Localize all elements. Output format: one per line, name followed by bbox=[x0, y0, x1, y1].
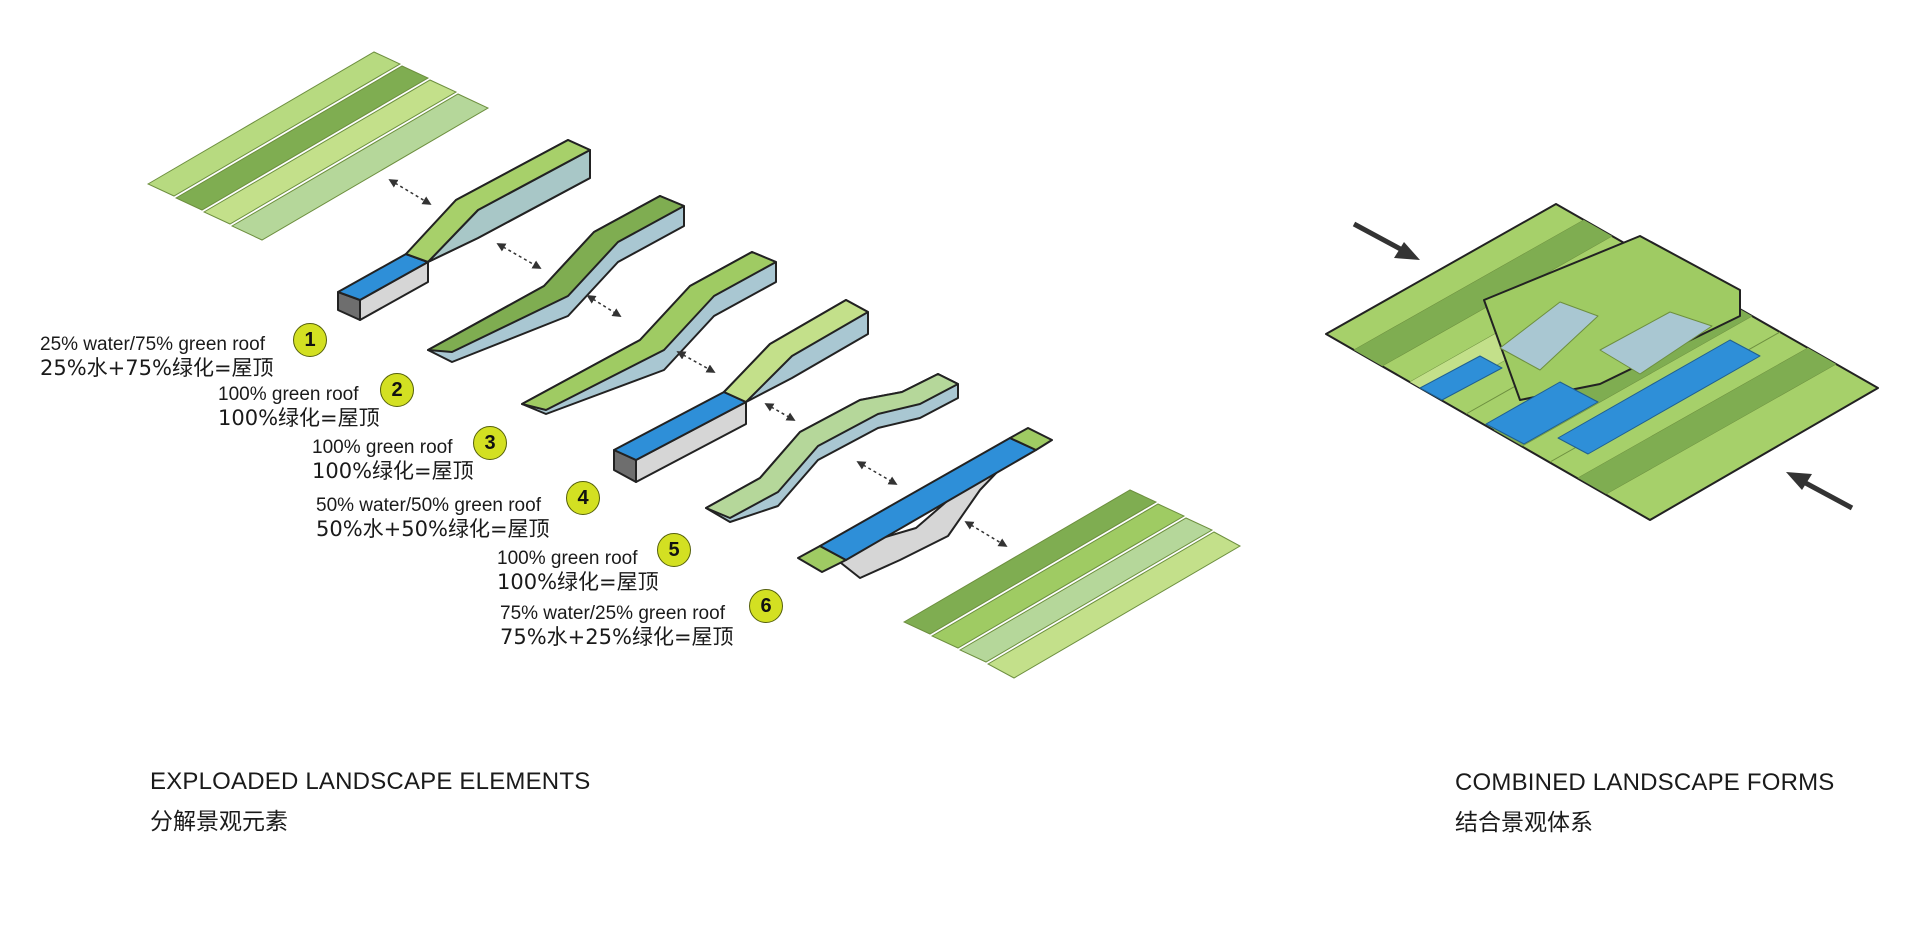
exploded-caption: EXPLOADED LANDSCAPE ELEMENTS 分解景观元素 bbox=[150, 768, 590, 836]
element-2-badge: 2 bbox=[380, 373, 414, 407]
element-4-label: 50% water/50% green roof 50%水+50%绿化=屋顶 bbox=[316, 495, 550, 541]
element-4-label-en: 50% water/50% green roof bbox=[316, 495, 541, 516]
combined-caption: COMBINED LANDSCAPE FORMS 结合景观体系 bbox=[1455, 769, 1835, 837]
top-strip bbox=[174, 65, 430, 211]
element-6-badge: 6 bbox=[749, 589, 783, 623]
top-strip bbox=[146, 51, 402, 197]
element-1-label-zh: 25%水+75%绿化=屋顶 bbox=[40, 355, 274, 380]
exploded-caption-zh: 分解景观元素 bbox=[150, 809, 288, 835]
element-4-badge: 4 bbox=[566, 481, 600, 515]
element-3-label: 100% green roof 100%绿化=屋顶 bbox=[312, 437, 474, 483]
bottom-strip bbox=[986, 531, 1242, 679]
double-arrow-icon bbox=[388, 179, 432, 205]
top-strip bbox=[230, 93, 490, 241]
arrow-in-icon bbox=[1798, 477, 1854, 511]
double-arrow-icon bbox=[676, 351, 716, 373]
element-5-block bbox=[705, 373, 959, 523]
element-3-block bbox=[521, 251, 777, 415]
combined-landscape bbox=[1325, 203, 1879, 521]
element-6-label-en: 75% water/25% green roof bbox=[500, 603, 725, 624]
double-arrow-icon bbox=[964, 521, 1008, 547]
element-1-label: 25% water/75% green roof 25%水+75%绿化=屋顶 bbox=[40, 334, 274, 380]
element-4-block bbox=[613, 299, 869, 483]
exploded-caption-en: EXPLOADED LANDSCAPE ELEMENTS bbox=[150, 768, 591, 795]
element-2-label-zh: 100%绿化=屋顶 bbox=[218, 405, 380, 430]
exploded-arrows bbox=[388, 179, 1008, 547]
double-arrow-icon bbox=[586, 295, 622, 317]
double-arrow-icon bbox=[856, 461, 898, 485]
element-5-label-zh: 100%绿化=屋顶 bbox=[497, 569, 659, 594]
bottom-strip bbox=[930, 503, 1186, 649]
combined-caption-zh: 结合景观体系 bbox=[1455, 810, 1593, 836]
element-3-label-zh: 100%绿化=屋顶 bbox=[312, 458, 474, 483]
element-2-block bbox=[427, 195, 685, 363]
element-6-label: 75% water/25% green roof 75%水+25%绿化=屋顶 bbox=[500, 603, 734, 649]
double-arrow-icon bbox=[764, 403, 796, 421]
element-1-block bbox=[337, 139, 591, 321]
element-1-badge: 1 bbox=[293, 323, 327, 357]
element-5-label-en: 100% green roof bbox=[497, 548, 638, 569]
element-1-label-en: 25% water/75% green roof bbox=[40, 334, 265, 355]
arrow-head-icon bbox=[1394, 242, 1420, 260]
element-5-badge: 5 bbox=[657, 533, 691, 567]
combined-caption-en: COMBINED LANDSCAPE FORMS bbox=[1455, 769, 1835, 796]
element-6-block bbox=[797, 427, 1053, 579]
bottom-flat-strips bbox=[902, 489, 1242, 679]
top-strip bbox=[202, 79, 458, 225]
element-6-label-zh: 75%水+25%绿化=屋顶 bbox=[500, 624, 734, 649]
arrow-head-icon bbox=[1786, 472, 1812, 490]
element-2-label-en: 100% green roof bbox=[218, 384, 359, 405]
element-2-label: 100% green roof 100%绿化=屋顶 bbox=[218, 384, 380, 430]
combined-arrows bbox=[1352, 221, 1854, 511]
arrow-in-icon bbox=[1352, 221, 1408, 255]
top-flat-strips bbox=[146, 51, 490, 241]
bottom-strip bbox=[958, 517, 1214, 663]
double-arrow-icon bbox=[496, 243, 542, 269]
element-4-label-zh: 50%水+50%绿化=屋顶 bbox=[316, 516, 550, 541]
bottom-strip bbox=[902, 489, 1158, 635]
element-5-label: 100% green roof 100%绿化=屋顶 bbox=[497, 548, 659, 594]
element-3-badge: 3 bbox=[473, 426, 507, 460]
element-3-label-en: 100% green roof bbox=[312, 437, 453, 458]
